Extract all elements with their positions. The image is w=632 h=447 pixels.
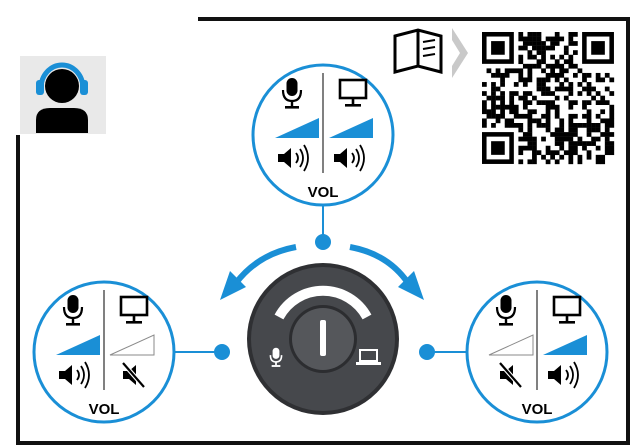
headset-user-icon bbox=[20, 56, 106, 134]
circle-diagram-right bbox=[465, 280, 609, 424]
balance-knob[interactable] bbox=[247, 263, 399, 415]
qr-code-icon[interactable] bbox=[482, 32, 615, 165]
chevron-right-icon bbox=[452, 28, 468, 78]
rotation-arrows bbox=[220, 244, 424, 300]
laptop-icon bbox=[356, 349, 381, 365]
circle-diagram-top bbox=[251, 63, 395, 207]
connectors bbox=[175, 205, 467, 360]
circle-diagram-left bbox=[32, 280, 176, 424]
microphone-icon bbox=[269, 347, 283, 367]
manual-book-icon bbox=[393, 28, 443, 74]
vol-label-left: VOL bbox=[89, 401, 120, 418]
vol-label-top: VOL bbox=[308, 184, 339, 201]
vol-label-right: VOL bbox=[522, 401, 553, 418]
frame-border bbox=[16, 17, 630, 445]
